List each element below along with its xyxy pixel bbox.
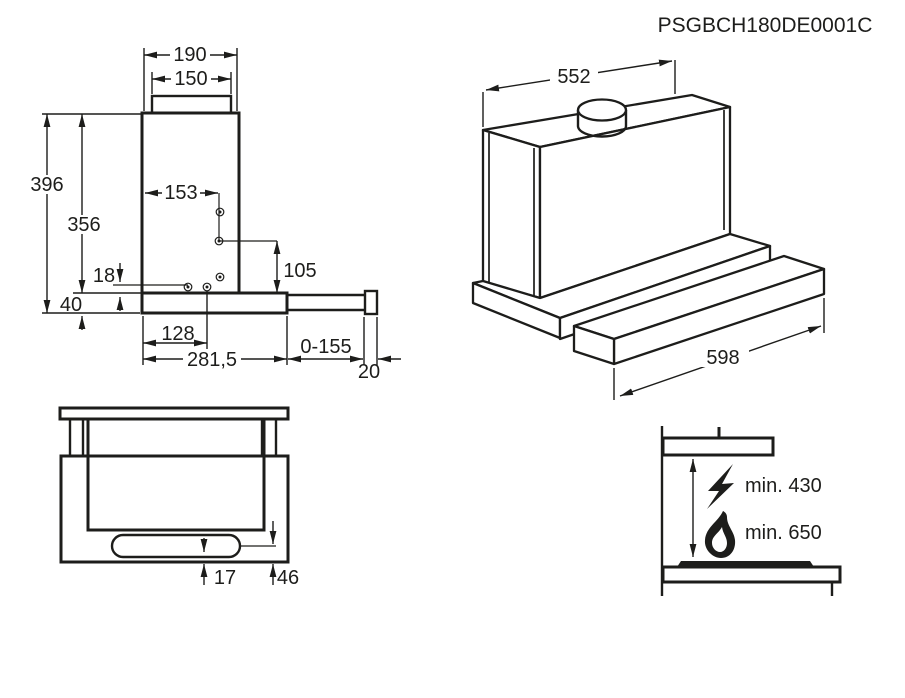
- casing-left-face: [481, 128, 542, 300]
- mounting-hole: [183, 282, 193, 292]
- label-bg: [28, 175, 66, 194]
- handle-slot: [110, 533, 242, 559]
- front-elevation-view: 190 150 396 356 18 40 153 105: [28, 44, 401, 383]
- duct-outlet: [576, 98, 628, 138]
- label-bg: [170, 45, 210, 64]
- ext-lines-396: [42, 113, 142, 314]
- clearance-view: min. 430 min. 650: [660, 426, 842, 596]
- dim-label-base-height: 40: [60, 294, 82, 316]
- dim-label-top-width: 190: [173, 44, 206, 66]
- dim-label-body-depth: 281,5: [187, 349, 237, 371]
- duct-collar: [150, 94, 233, 115]
- mounting-plate: [58, 406, 290, 421]
- gas-clearance-label: min. 650: [745, 522, 822, 544]
- hood-body-front: [59, 454, 290, 564]
- dim-label-hole-offset-y: 105: [283, 260, 316, 282]
- product-code: PSGBCH180DE0001C: [658, 14, 873, 37]
- mounting-hole: [215, 272, 225, 282]
- ext-lines-598: [613, 298, 825, 400]
- lightning-icon: [707, 464, 734, 509]
- dim-label-front-panel: 20: [358, 361, 380, 383]
- dim-label-edge-offset: 46: [277, 567, 299, 589]
- mounting-hole: [202, 282, 212, 292]
- dim-label-top-depth: 552: [557, 66, 590, 88]
- dim-label-hole-spacing: 128: [161, 323, 194, 345]
- left-bracket: [68, 417, 85, 458]
- dim-label-front-width: 598: [706, 347, 739, 369]
- visor-left-face: [572, 324, 616, 366]
- label-bg: [171, 69, 211, 88]
- flame-icon: [704, 511, 736, 558]
- mounting-holes: [183, 207, 225, 292]
- telescopic-rail: [287, 293, 366, 312]
- counter-top: [661, 565, 842, 584]
- bottom-view: 17 46: [58, 406, 299, 589]
- dim-label-body-height: 356: [67, 214, 100, 236]
- dim-label-duct-width: 150: [174, 68, 207, 90]
- perspective-view: PSGBCH180DE0001C 552 598: [471, 14, 873, 400]
- hood-base-section: [140, 291, 289, 315]
- mounting-hole: [215, 207, 225, 217]
- ext-lines-190: [143, 48, 238, 111]
- label-bg: [65, 215, 103, 234]
- hood-silhouette: [661, 436, 775, 457]
- label-bg: [183, 350, 241, 369]
- electric-clearance-label: min. 430: [745, 475, 822, 497]
- label-bg: [697, 347, 749, 367]
- ext-lines-552: [482, 60, 676, 127]
- duct-top: [576, 98, 628, 122]
- dim-label-telescopic-range: 0-155: [300, 336, 351, 358]
- casing-edge-seams: [488, 110, 725, 296]
- dim-label-hole-offset-x: 153: [164, 182, 197, 204]
- hole-leader-lines: [218, 193, 277, 242]
- drawer-recess: [86, 417, 266, 532]
- dim-label-slot-offset: 17: [214, 567, 236, 589]
- dim-label-hole-bottom-offset: 18: [93, 265, 115, 287]
- label-bg: [550, 66, 598, 86]
- telescopic-end-cap: [363, 289, 379, 316]
- label-bg: [162, 183, 200, 202]
- dim-label-total-height: 396: [30, 174, 63, 196]
- duct-base-arc: [576, 125, 628, 138]
